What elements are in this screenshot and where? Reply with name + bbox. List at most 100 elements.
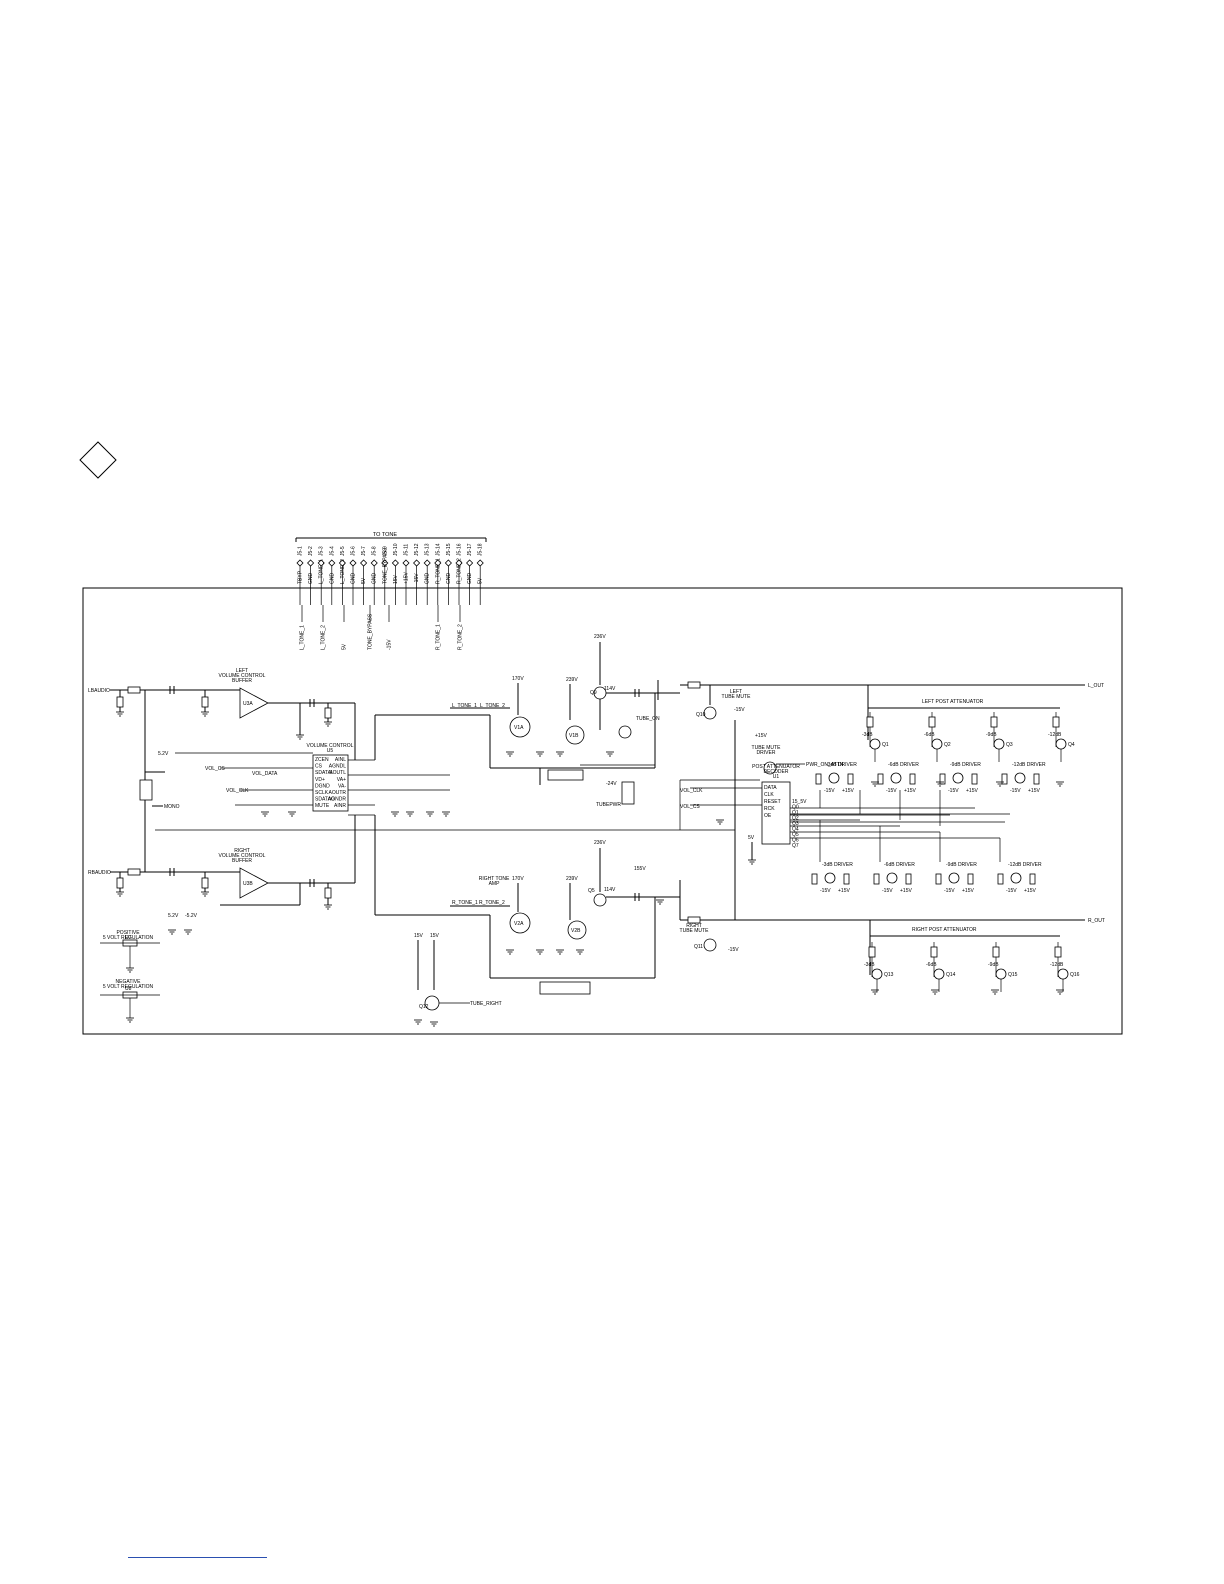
- rail-236v-l: 236V: [594, 634, 606, 640]
- driver-label: -12dB DRIVER: [1012, 762, 1046, 768]
- attenuator-q: Q14: [946, 972, 956, 978]
- l-tone-1-net: L_TONE_1: [452, 703, 477, 709]
- driver-rail: -15V: [824, 788, 835, 794]
- connector-j5: TO TONE J5-1TBYPJ5-2GNDJ5-3L_TONE_1J5-4G…: [295, 532, 487, 650]
- driver-label: -3dB DRIVER: [822, 862, 853, 868]
- u5-pin-left: CS: [315, 764, 323, 770]
- attenuator-tap: -12dB: [1048, 732, 1062, 738]
- rail-155v: 155V: [634, 866, 646, 872]
- u5-pin-left: VD+: [315, 777, 325, 783]
- q-right: Q5: [588, 888, 595, 894]
- u5-pin-right: AOUTR: [329, 790, 347, 796]
- q-mute-left: Q10: [696, 712, 706, 718]
- pwr-on-attn-label: PWR_ON_ATTN: [806, 762, 844, 768]
- connector-pin-net: 5V: [478, 577, 484, 584]
- connector-pin-net: -15V: [414, 573, 420, 584]
- rail-52v: 5.2V: [158, 751, 169, 757]
- attenuator-q: Q4: [1068, 742, 1075, 748]
- connector-pin-ref: J5-18: [478, 543, 484, 556]
- attenuator-tap: -9dB: [988, 962, 999, 968]
- u1-pin-right: Q1: [792, 810, 799, 816]
- connector-pin-net: +15V: [404, 572, 410, 584]
- attenuator-q: Q1: [882, 742, 889, 748]
- driver-rail: -15V: [948, 788, 959, 794]
- u1-pin-right: 15_5V: [792, 799, 807, 805]
- connector-pin-ref: J5-15: [446, 543, 452, 556]
- q9-left: Q9: [590, 690, 597, 696]
- rail-114v-r: 114V: [604, 887, 616, 893]
- driver-rail: +15V: [1028, 788, 1040, 794]
- rail-236v-r: 236V: [594, 840, 606, 846]
- connector-pin-net: L_TONE_1: [319, 559, 325, 584]
- tube-right-label: TUBE_RIGHT: [470, 1001, 502, 1007]
- u5-pin-right: AGNDL: [329, 764, 346, 770]
- q-mute-right: Q11: [694, 944, 703, 950]
- connector-pin-ref: J5-4: [329, 546, 335, 556]
- mono-label: MONO: [164, 804, 180, 810]
- u1-pin-right: Q7: [792, 843, 799, 849]
- u5-pin-right: VA-: [338, 783, 346, 789]
- tube-v1b: V1B: [569, 733, 579, 739]
- footer-link-rule: [128, 1557, 267, 1558]
- driver-rail: +15V: [966, 788, 978, 794]
- connector-net-label: L_TONE_1: [300, 625, 306, 650]
- connector-pin-net: GND: [308, 573, 314, 585]
- rail-5v-dec: 5V: [748, 835, 755, 841]
- driver-rail: -15V: [944, 888, 955, 894]
- connector-pin-net: GND: [372, 573, 378, 585]
- vol-cs-label: VOL_CS: [205, 766, 225, 772]
- right-post-att-label: RIGHT POST ATTENUATOR: [912, 927, 977, 933]
- attenuator-tap: -9dB: [986, 732, 997, 738]
- u5-pin-right: AINL: [335, 757, 346, 763]
- connector-pin-net: GND: [467, 573, 473, 585]
- rail-n15v-left: -15V: [734, 707, 745, 713]
- connector-pin-ref: J5-14: [435, 543, 441, 556]
- driver-label: -3dB DRIVER: [826, 762, 857, 768]
- rail-n52v-reg: -5.2V: [185, 913, 198, 919]
- u5-pin-right: AGNDR: [328, 797, 346, 803]
- u1-pin-left: RCK: [764, 806, 775, 812]
- rail-239v-l: 239V: [566, 677, 578, 683]
- connector-net-label: -15V: [387, 639, 393, 650]
- u1-pin-right: Q6: [792, 838, 799, 844]
- driver-label: -9dB DRIVER: [946, 862, 977, 868]
- attenuator-tap: -12dB: [1050, 962, 1064, 968]
- connector-pin-net: L_TONE_2: [340, 559, 346, 584]
- u5-pin-right: AOUTL: [329, 770, 346, 776]
- driver-rail: +15V: [838, 888, 850, 894]
- tube-on-label: TUBE_ON: [636, 716, 660, 722]
- schematic-frame: [82, 587, 1123, 1035]
- attenuator-tap: -6dB: [926, 962, 937, 968]
- connector-pin-ref: J5-1: [298, 546, 304, 556]
- rail-114v-l: 114V: [604, 686, 616, 692]
- attenuator-q: Q3: [1006, 742, 1013, 748]
- connector-pin-ref: J5-6: [351, 546, 357, 556]
- attenuator-tap: -6dB: [924, 732, 935, 738]
- reg-pos-part: U7: [125, 935, 132, 941]
- revision-diamond: [79, 441, 117, 479]
- u5-pin-right: VA+: [337, 777, 346, 783]
- driver-rail: +15V: [842, 788, 854, 794]
- r-out-label: R_OUT: [1088, 918, 1105, 924]
- rail-15v-a: 15V: [414, 933, 424, 939]
- connector-pin-ref: J5-2: [308, 546, 314, 556]
- u5-pin-left: ZCEN: [315, 757, 329, 763]
- vol-clk-dec: VOL_CLK: [680, 788, 703, 794]
- connector-title: TO TONE: [373, 532, 397, 538]
- attenuator-tap: -3dB: [862, 732, 873, 738]
- connector-pin-ref: J5-8: [372, 546, 378, 556]
- driver-rail: -15V: [886, 788, 897, 794]
- driver-rail: -15V: [882, 888, 893, 894]
- vol-cs-dec: VOL_CS: [680, 804, 700, 810]
